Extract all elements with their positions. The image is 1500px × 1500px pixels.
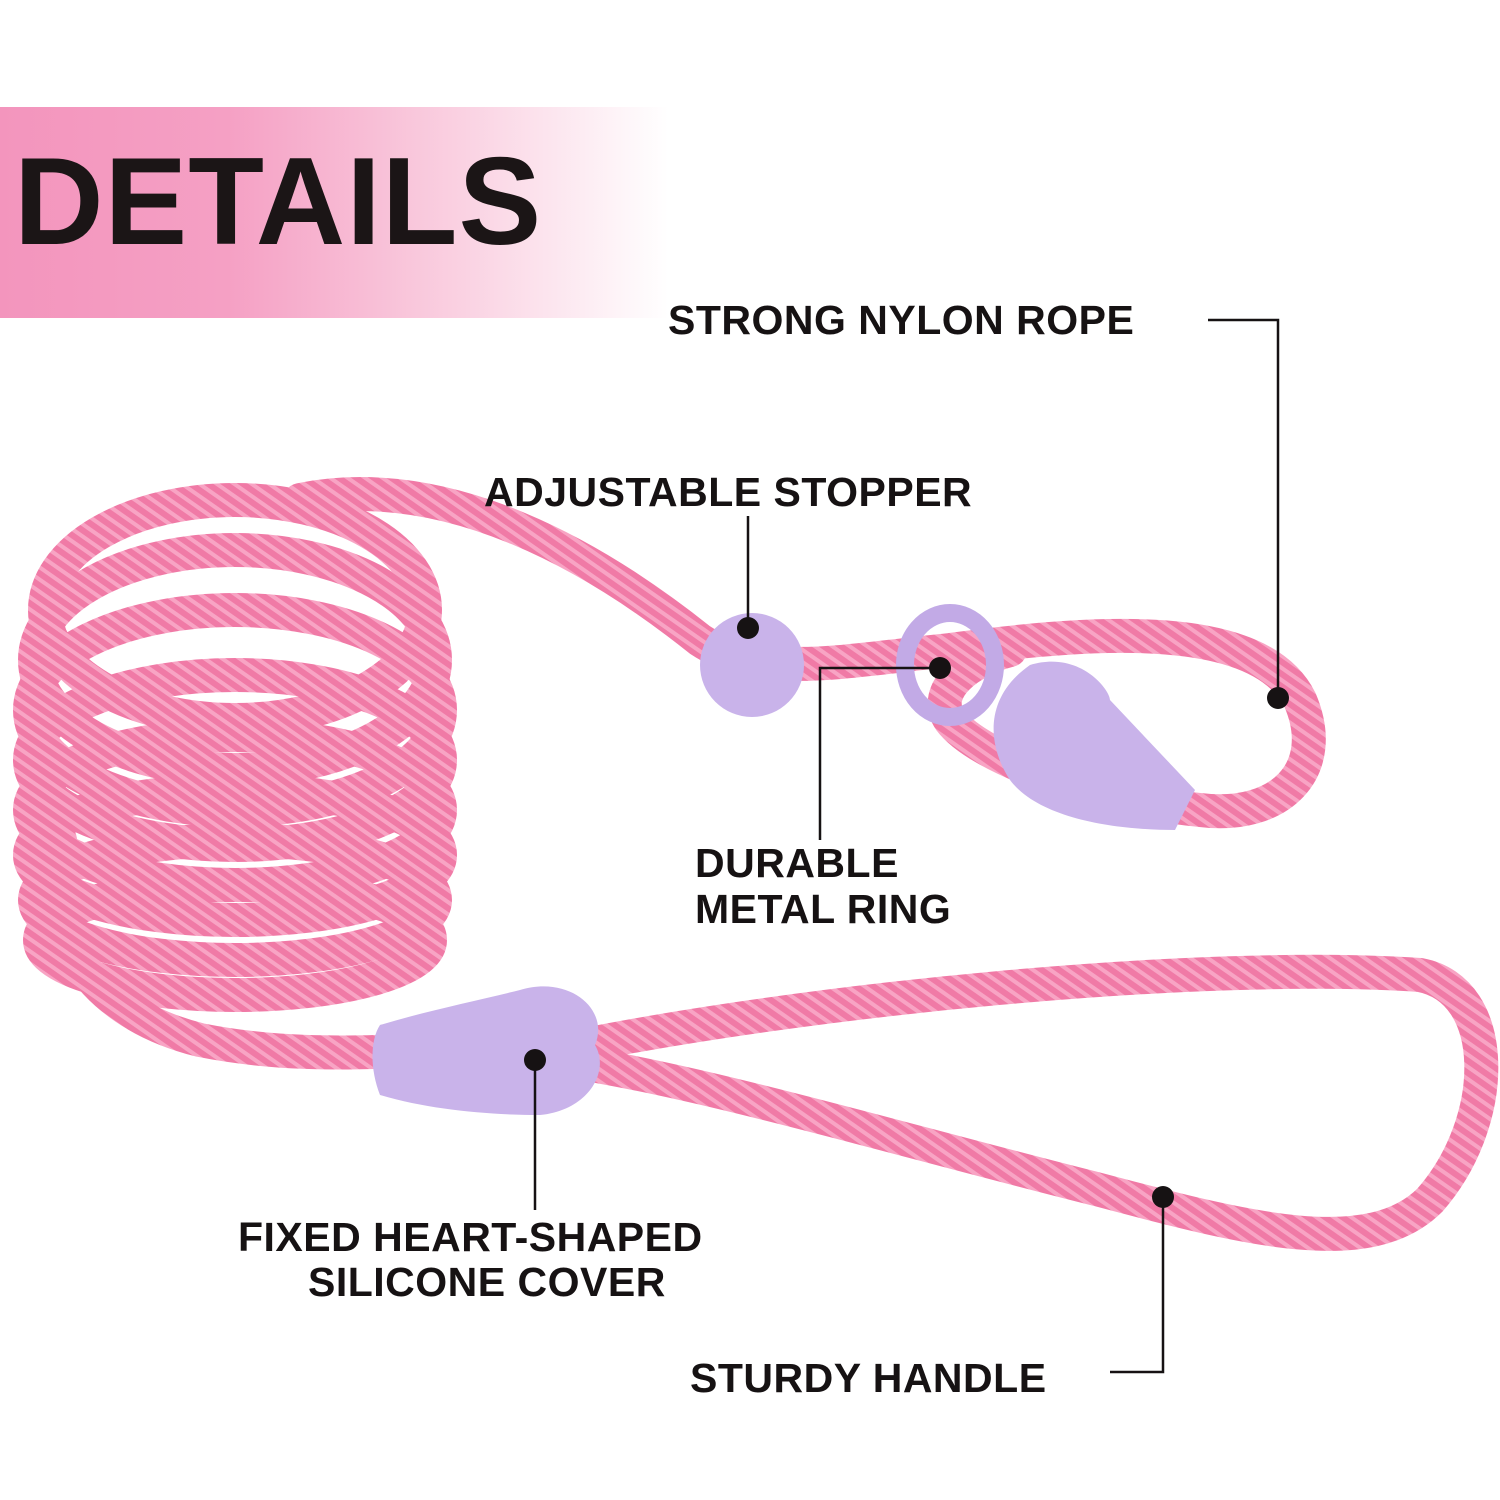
heart-cover-lower [372, 986, 600, 1115]
callout-rope: STRONG NYLON ROPE [668, 297, 1135, 343]
heart-cover-upper [993, 661, 1195, 830]
page-title: DETAILS [14, 133, 543, 271]
stopper-bead [700, 613, 804, 717]
callout-ring-line2: METAL RING [695, 886, 952, 932]
header-banner [0, 107, 760, 318]
callout-ring-line1: DURABLE [695, 840, 899, 886]
callout-handle: STURDY HANDLE [690, 1355, 1047, 1401]
callout-dots [524, 617, 1289, 1208]
callout-cover-line1: FIXED HEART-SHAPED [238, 1214, 703, 1260]
metal-ring [896, 604, 1004, 726]
leader-lines [533, 318, 1280, 1374]
rope-coil [13, 483, 457, 1012]
callout-cover-line2: SILICONE COVER [308, 1259, 666, 1305]
callout-stopper: ADJUSTABLE STOPPER [484, 469, 973, 515]
